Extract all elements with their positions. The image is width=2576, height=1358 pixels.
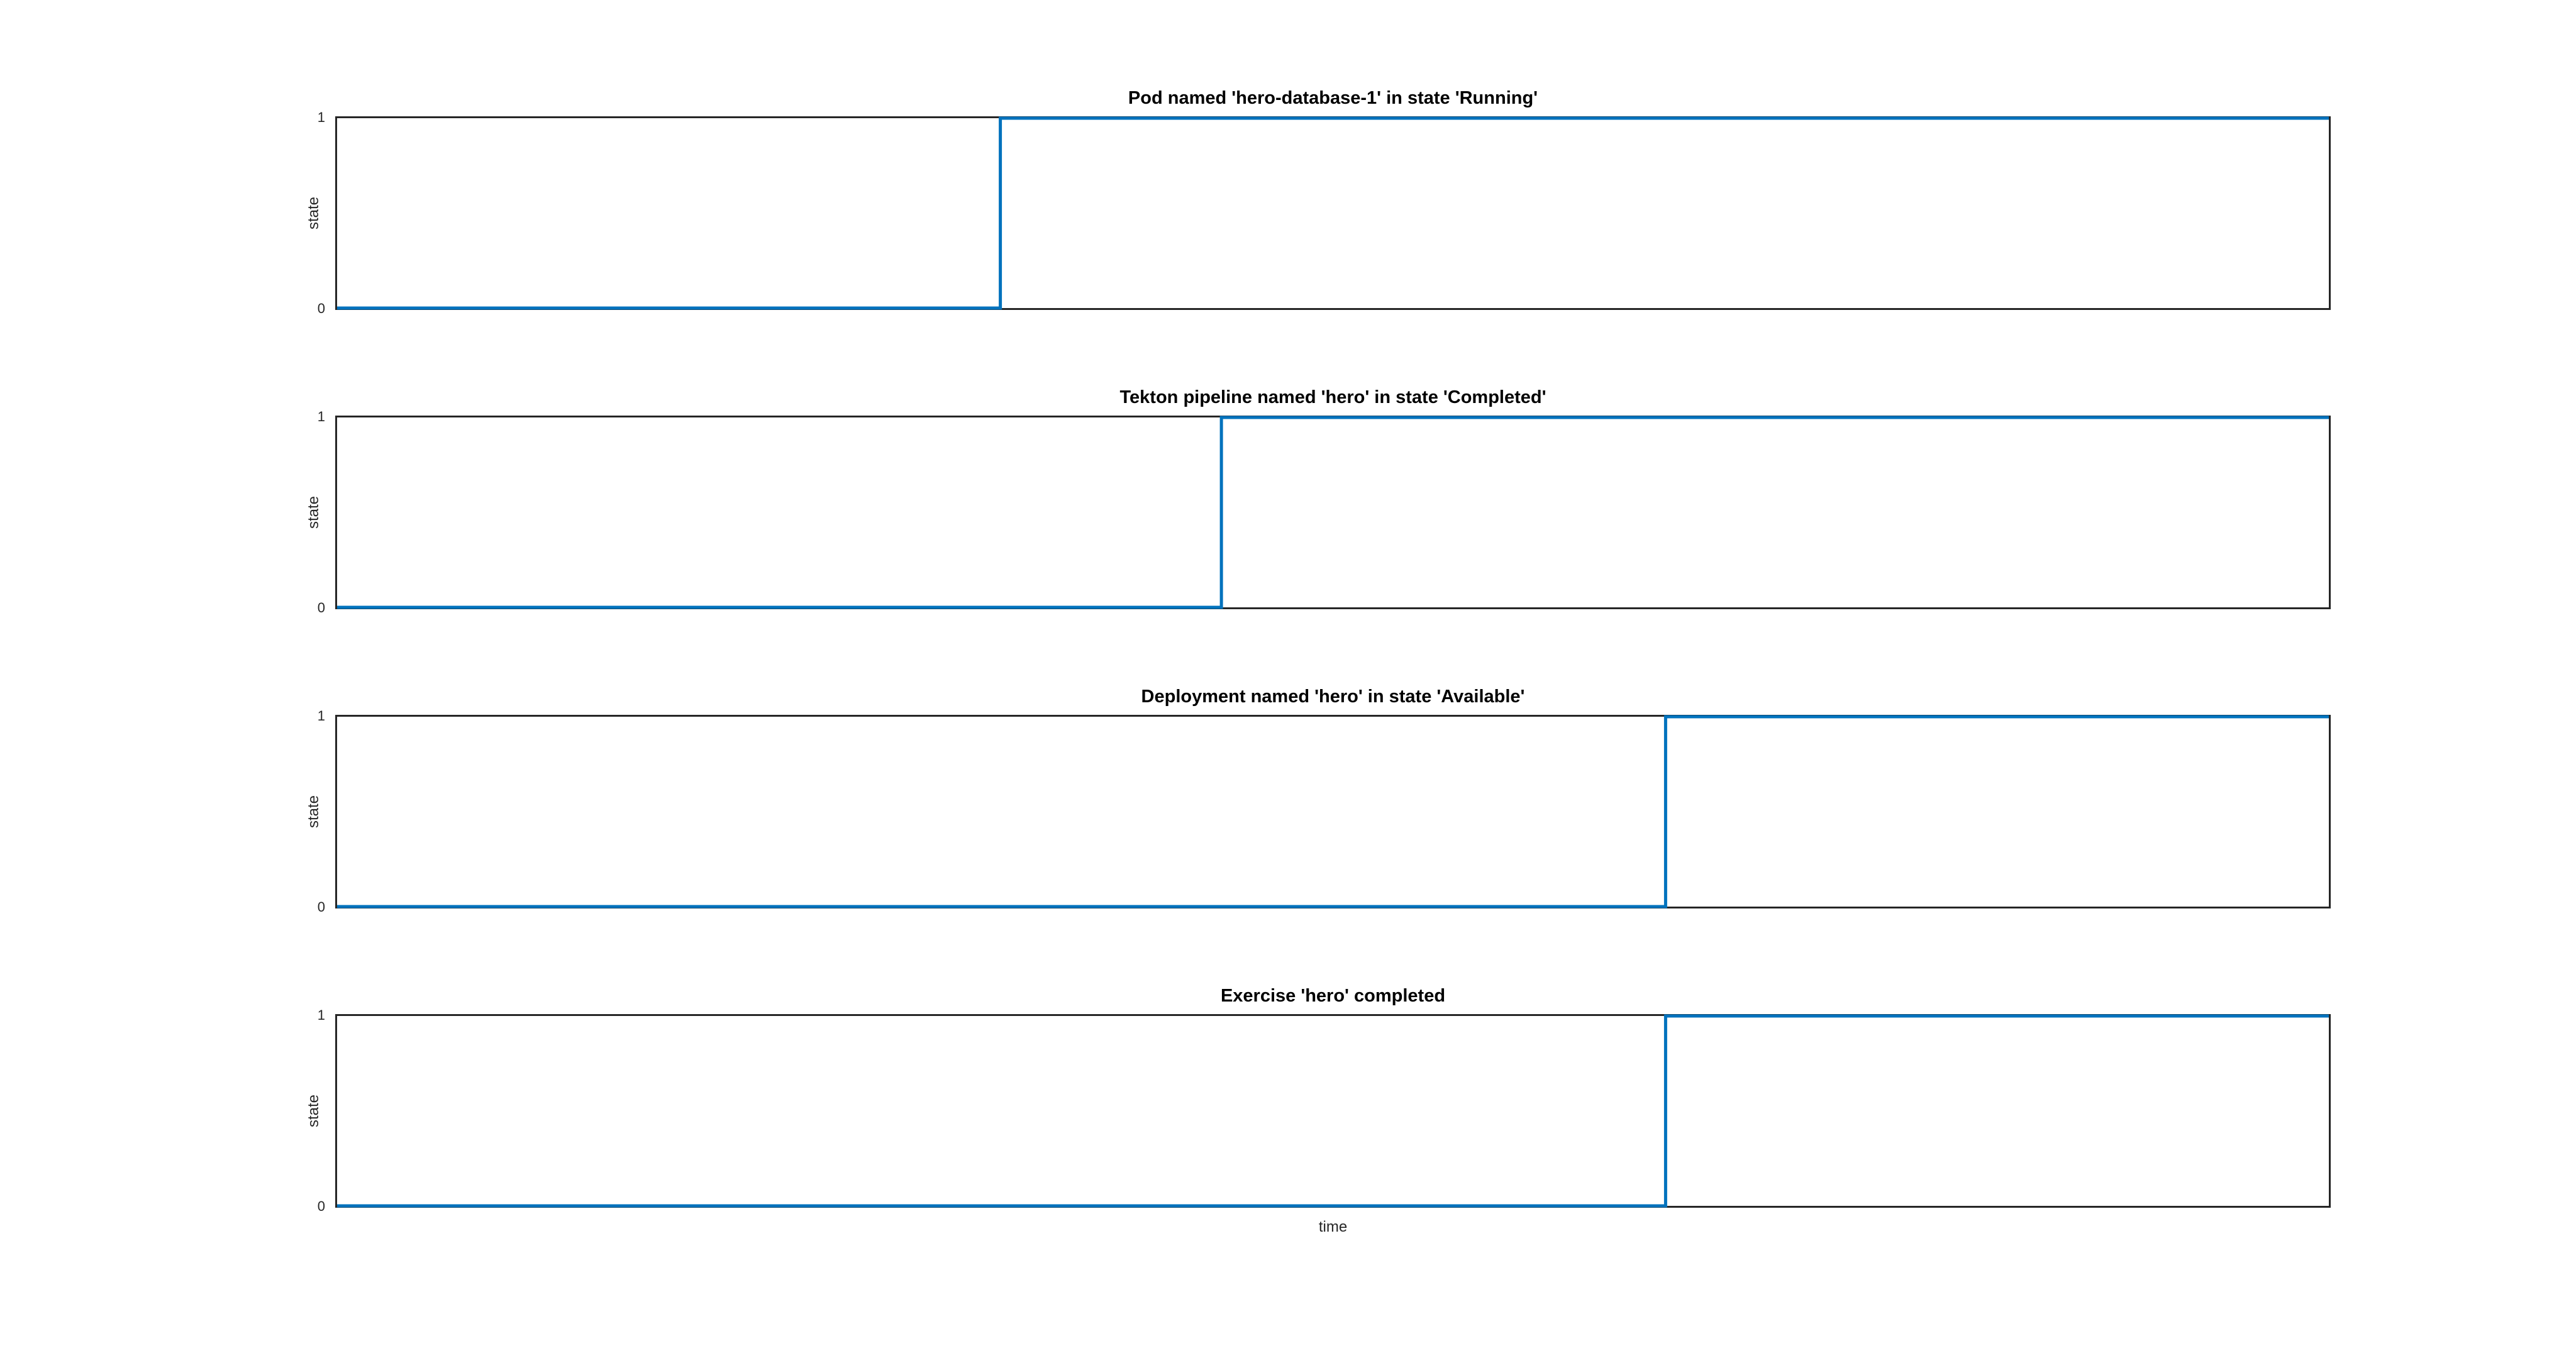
- plot-area: [335, 715, 2331, 908]
- ytick-0: 0: [317, 301, 325, 316]
- subplot-title: Pod named 'hero-database-1' in state 'Ru…: [1128, 88, 1538, 108]
- ytick-1: 1: [317, 708, 325, 724]
- subplot-pipeline-completed: Tekton pipeline named 'hero' in state 'C…: [305, 387, 2331, 615]
- y-axis-label: state: [305, 795, 322, 829]
- subplot-pod-running: Pod named 'hero-database-1' in state 'Ru…: [305, 88, 2331, 316]
- plot-area: [335, 116, 2331, 310]
- y-axis-label: state: [305, 196, 322, 230]
- step-chart: [337, 116, 2329, 310]
- subplot-title: Deployment named 'hero' in state 'Availa…: [1141, 687, 1525, 707]
- step-chart: [337, 715, 2329, 908]
- subplot-deployment-available: Deployment named 'hero' in state 'Availa…: [305, 687, 2331, 914]
- step-line: [337, 116, 2329, 310]
- step-line: [337, 416, 2329, 609]
- ytick-0: 0: [317, 899, 325, 915]
- step-line: [337, 715, 2329, 908]
- step-line: [337, 1014, 2329, 1208]
- y-axis-label: state: [305, 495, 322, 529]
- subplot-title: Exercise 'hero' completed: [1220, 986, 1446, 1006]
- step-chart: [337, 416, 2329, 609]
- plot-area: [335, 416, 2331, 609]
- step-chart: [337, 1014, 2329, 1208]
- y-axis-label: state: [305, 1094, 322, 1128]
- subplot-exercise-completed: Exercise 'hero' completed 1 0 state: [305, 986, 2331, 1213]
- ytick-1: 1: [317, 409, 325, 424]
- x-axis-label: time: [1318, 1218, 1348, 1235]
- ytick-0: 0: [317, 600, 325, 616]
- ytick-1: 1: [317, 1007, 325, 1023]
- subplot-title: Tekton pipeline named 'hero' in state 'C…: [1119, 387, 1546, 407]
- ytick-1: 1: [317, 109, 325, 125]
- plot-area: [335, 1014, 2331, 1208]
- ytick-0: 0: [317, 1198, 325, 1214]
